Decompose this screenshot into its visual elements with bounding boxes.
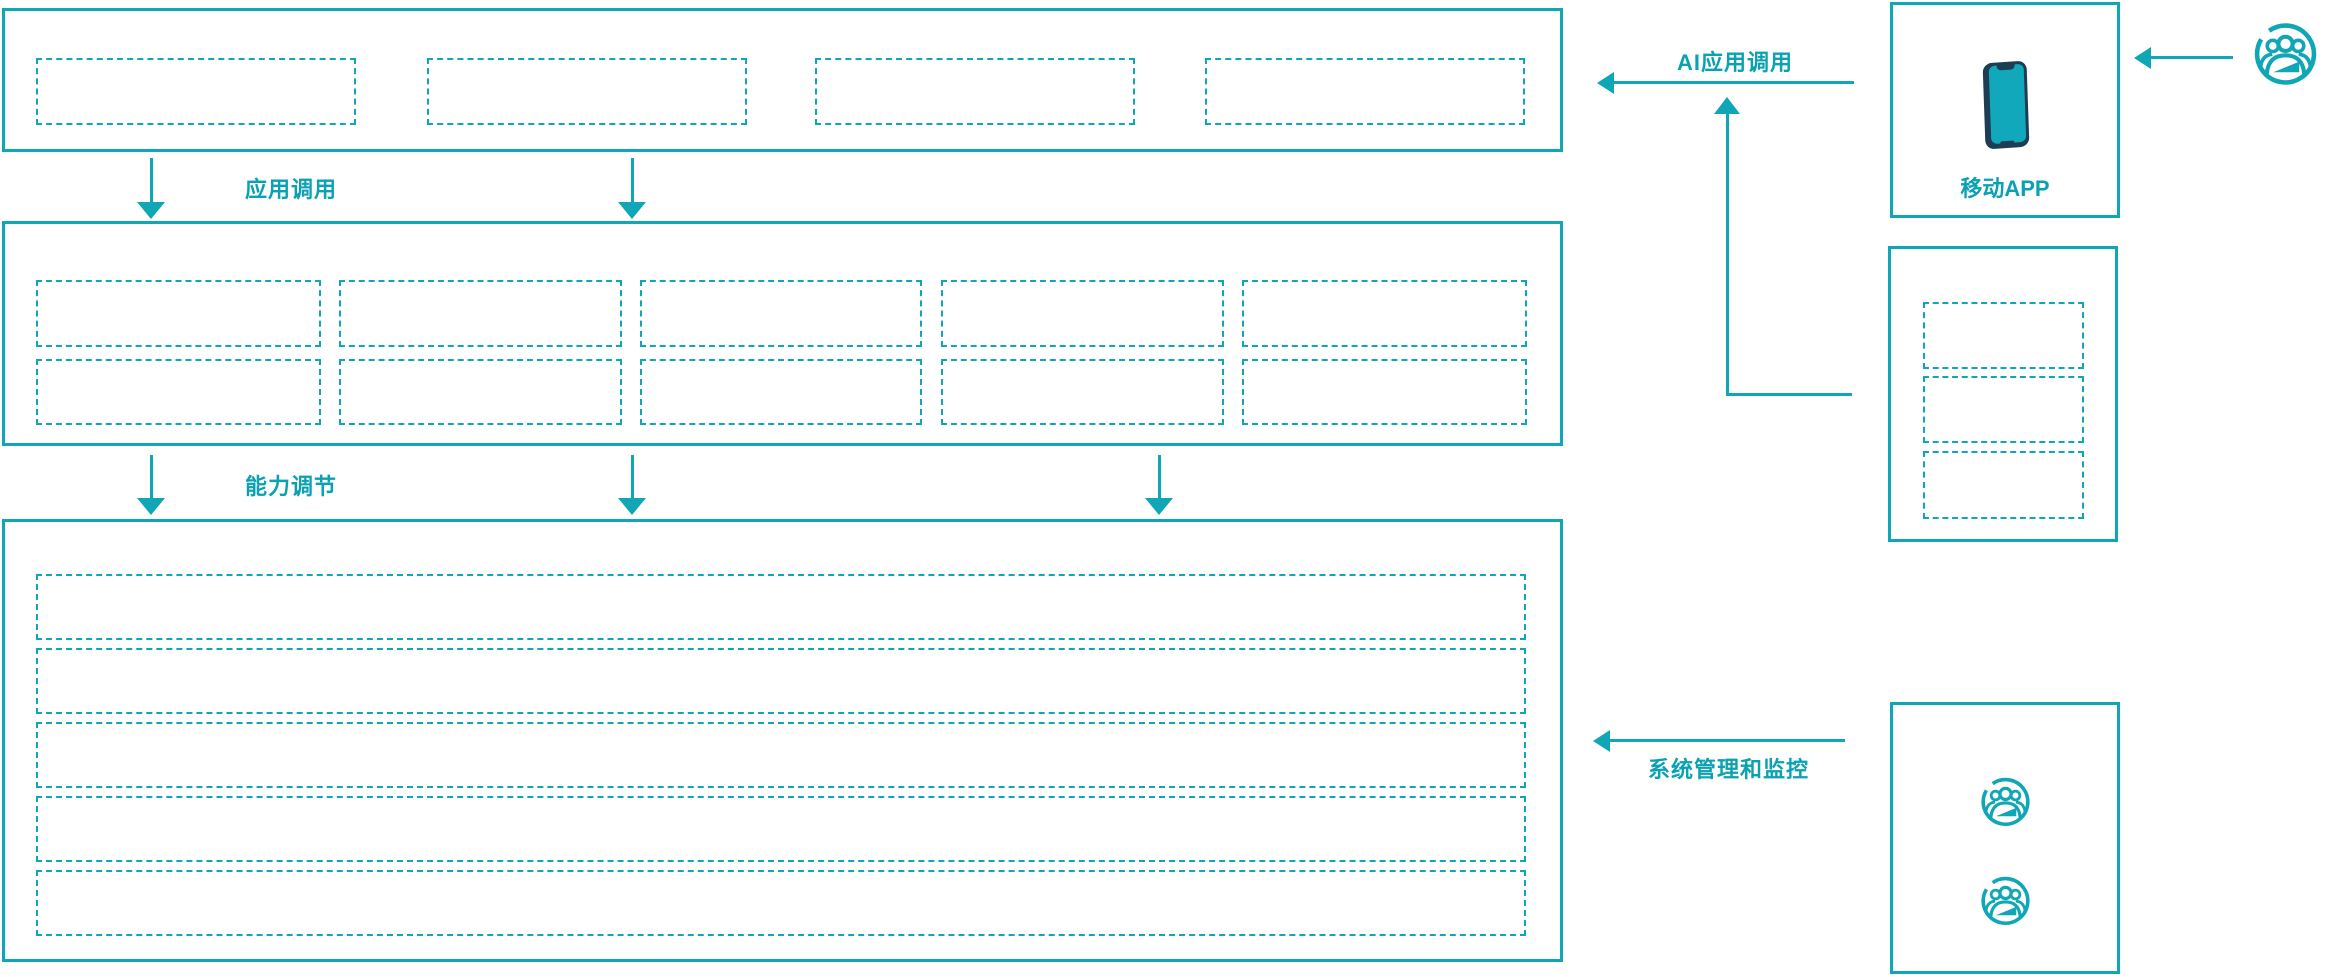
top-layer-slot-4 [1205, 58, 1525, 125]
bottom-slot-5 [36, 870, 1526, 936]
top-layer-slot-2 [427, 58, 747, 125]
middle-slot-r2c5 [1242, 359, 1527, 425]
middle-layer-box [2, 221, 1563, 446]
system-mgmt-label: 系统管理和监控 [1648, 757, 1810, 782]
ai-app-call-label: AI应用调用 [1677, 50, 1794, 75]
admin-box [1890, 702, 2120, 974]
middle-slot-r2c1 [36, 359, 321, 425]
bottom-layer-box [2, 519, 1563, 962]
middle-slot-r1c2 [339, 280, 622, 347]
service-slot-3 [1923, 451, 2084, 519]
bottom-slot-2 [36, 648, 1526, 714]
user-group-icon [1972, 769, 2039, 835]
middle-slot-r2c4 [941, 359, 1224, 425]
middle-slot-r1c1 [36, 280, 321, 347]
mobile-app-label: 移动APP [1960, 176, 2050, 201]
middle-slot-r2c3 [640, 359, 922, 425]
bottom-slot-1 [36, 574, 1526, 640]
top-layer-slot-1 [36, 58, 356, 125]
user-group-icon [1972, 868, 2039, 934]
middle-slot-r1c3 [640, 280, 922, 347]
service-slot-2 [1923, 376, 2084, 443]
middle-slot-r2c2 [339, 359, 622, 425]
top-layer-box [2, 8, 1563, 152]
capability-label: 能力调节 [245, 474, 338, 499]
middle-slot-r1c5 [1242, 280, 1527, 347]
bottom-slot-4 [36, 796, 1526, 862]
bottom-slot-3 [36, 722, 1526, 788]
smartphone-icon [1982, 60, 2030, 150]
top-layer-slot-3 [815, 58, 1135, 125]
app-call-label: 应用调用 [245, 177, 338, 202]
service-slot-1 [1923, 302, 2084, 369]
service-box [1888, 246, 2118, 542]
middle-slot-r1c4 [941, 280, 1224, 347]
user-group-icon [2253, 21, 2318, 86]
